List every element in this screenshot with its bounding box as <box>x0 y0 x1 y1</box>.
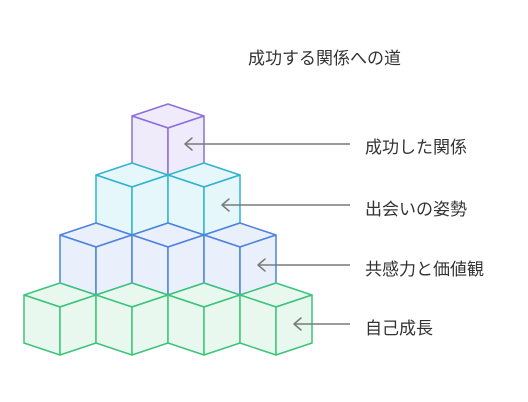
level-label-4: 自己成長 <box>365 319 433 339</box>
arrow-left-icon <box>184 137 350 151</box>
arrow-left-icon <box>221 198 350 212</box>
diagram-title: 成功する関係への道 <box>248 49 401 69</box>
cube <box>23 282 97 356</box>
level-label-3: 共感力と価値観 <box>365 260 484 280</box>
cube-row-3 <box>59 222 277 296</box>
arrow-left-icon <box>293 317 350 331</box>
cube-row-1 <box>131 103 205 177</box>
cube-row-4 <box>23 282 313 356</box>
level-label-2: 出会いの姿勢 <box>365 200 467 220</box>
cube <box>131 222 205 296</box>
cube <box>59 222 133 296</box>
cube-right-face <box>275 294 313 356</box>
cube <box>167 282 241 356</box>
level-label-1: 成功した関係 <box>365 138 467 158</box>
cube <box>95 282 169 356</box>
cube <box>131 103 205 177</box>
cube <box>239 282 313 356</box>
arrow-left-icon <box>257 258 350 272</box>
cube <box>95 162 169 236</box>
